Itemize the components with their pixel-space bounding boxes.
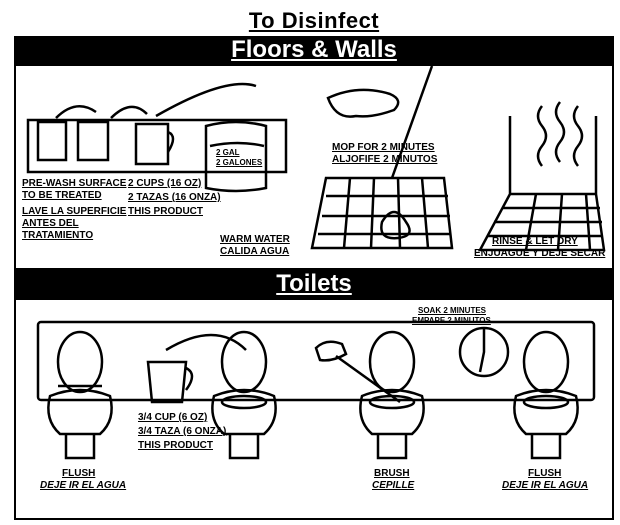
prewash-label-en-2: TO BE TREATED: [22, 190, 102, 202]
this-product-label: THIS PRODUCT: [128, 206, 203, 218]
prewash-label-es-1: LAVE LA SUPERFICIE: [22, 206, 126, 218]
cups-label-es: 2 TAZAS (16 ONZA): [128, 192, 221, 204]
prewash-label-es-2: ANTES DEL: [22, 218, 79, 230]
soak-label-es: EMPAPE 2 MINUTOS: [412, 316, 491, 325]
rinse-label-es: ENJUAGUE Y DEJE SECAR: [474, 248, 605, 260]
soak-label-en: SOAK 2 MINUTES: [418, 306, 486, 315]
disinfect-instructions: To Disinfect Floors & Walls: [14, 2, 614, 520]
cups-label-en: 2 CUPS (16 OZ): [128, 178, 201, 190]
flush-label-en-2: FLUSH: [528, 468, 561, 480]
floors-walls-panel: PRE-WASH SURFACE TO BE TREATED LAVE LA S…: [14, 64, 614, 270]
mop-label-en: MOP FOR 2 MINUTES: [332, 142, 435, 154]
product-this-label: THIS PRODUCT: [138, 440, 213, 452]
bucket-galones-label: 2 GALONES: [216, 158, 262, 167]
warm-water-label-es: CALIDA AGUA: [220, 246, 289, 258]
warm-water-label-en: WARM WATER: [220, 234, 290, 246]
flush-label-es-2: DEJE IR EL AGUA: [502, 480, 588, 492]
floors-walls-heading: Floors & Walls: [14, 36, 614, 64]
brush-label-en: BRUSH: [374, 468, 410, 480]
brush-label-es: CEPILLE: [372, 480, 414, 492]
prewash-label-en-1: PRE-WASH SURFACE: [22, 178, 126, 190]
product-cup-label-en: 3/4 CUP (6 OZ): [138, 412, 207, 424]
page-title: To Disinfect: [14, 8, 614, 34]
product-cup-label-es: 3/4 TAZA (6 ONZA): [138, 426, 226, 438]
toilets-panel: SOAK 2 MINUTES EMPAPE 2 MINUTOS 3/4 CUP …: [14, 298, 614, 520]
bucket-gal-label: 2 GAL: [216, 148, 240, 157]
flush-label-es-1: DEJE IR EL AGUA: [40, 480, 126, 492]
rinse-label-en: RINSE & LET DRY: [492, 236, 578, 248]
prewash-label-es-3: TRATAMIENTO: [22, 230, 93, 242]
flush-label-en-1: FLUSH: [62, 468, 95, 480]
mop-label-es: ALJOFIFE 2 MINUTOS: [332, 154, 437, 166]
toilets-heading: Toilets: [14, 270, 614, 298]
